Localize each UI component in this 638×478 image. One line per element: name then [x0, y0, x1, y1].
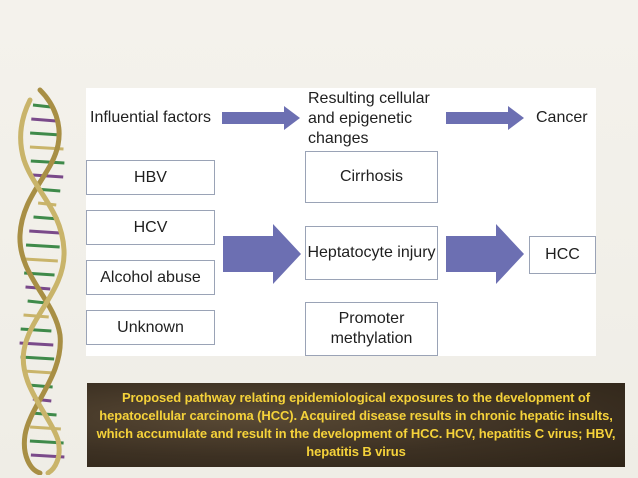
header-arrow-1: [222, 106, 300, 130]
header-cellular-changes: Resulting cellular and epigenetic change…: [308, 90, 430, 147]
dna-rung: [32, 173, 64, 179]
change-box-cirrhosis: Cirrhosis: [305, 151, 438, 203]
dna-rung: [29, 229, 60, 235]
header-cancer: Cancer: [536, 109, 588, 126]
factor-box-hbv: HBV: [86, 160, 215, 195]
factor-box-unknown: Unknown: [86, 310, 215, 345]
dna-rung: [30, 159, 65, 165]
dna-helix-image: [17, 87, 67, 475]
dna-rung: [32, 103, 52, 109]
dna-rung: [20, 355, 55, 361]
change-box-promoter-methylation: Promoter methylation: [305, 302, 438, 356]
dna-rung: [24, 257, 58, 263]
header-arrow-2: [446, 106, 524, 130]
dna-rung: [20, 327, 52, 333]
header-influential-factors: Influential factors: [90, 109, 211, 126]
caption-box: Proposed pathway relating epidemiologica…: [87, 383, 625, 467]
factor-box-hcv: HCV: [86, 210, 215, 245]
arrow-changes-to-cancer: [446, 224, 524, 284]
dna-rung: [25, 243, 60, 249]
dna-rung: [30, 131, 61, 137]
dna-rung: [29, 425, 61, 431]
outcome-box-hcc: HCC: [529, 236, 596, 274]
change-box-hepatocyte-injury: Heptatocyte injury: [305, 226, 438, 280]
dna-rung: [23, 369, 54, 375]
factor-box-alcohol: Alcohol abuse: [86, 260, 215, 295]
dna-rung: [31, 117, 57, 123]
dna-rung: [27, 299, 47, 305]
arrow-factors-to-changes: [223, 224, 301, 284]
caption-text: Proposed pathway relating epidemiologica…: [96, 390, 616, 459]
diagram-panel: Influential factors Resulting cellular a…: [86, 88, 596, 356]
